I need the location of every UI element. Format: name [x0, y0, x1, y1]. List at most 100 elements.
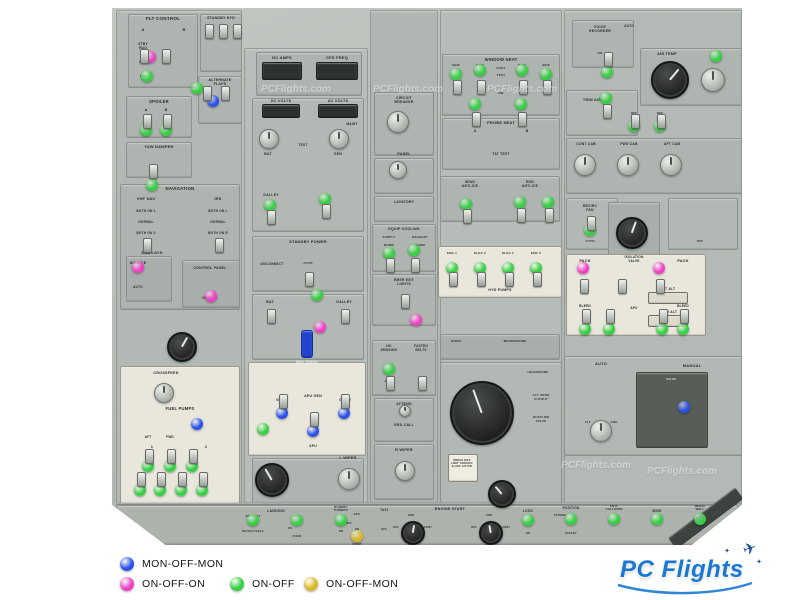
panel-label: TEST: [496, 73, 506, 77]
toggle-switch: [630, 113, 640, 129]
toggle-switch: [517, 111, 527, 127]
panel-label: CROSSFEED: [153, 371, 179, 375]
indicator-dot-on-off-green: [469, 98, 481, 110]
panel-label: NORM: [415, 243, 425, 247]
plate-probe-heat: [442, 118, 560, 170]
toggle-switch: [452, 79, 462, 95]
panel-label: TRIM AIR: [582, 98, 602, 102]
indicator-dot-on-off-green: [141, 70, 153, 82]
panel-label: AC VOLTS: [327, 99, 349, 103]
panel-label: DISPLAYS: [141, 250, 163, 255]
panel-label: LOGO: [522, 509, 534, 513]
knob: [395, 461, 415, 481]
toggle-switch: [340, 393, 350, 409]
toggle-switch: [266, 209, 276, 225]
indicator-dot-on-off-green: [311, 289, 323, 301]
indicator-dot-mon-off-mon-blue: [191, 418, 203, 430]
plate-press-placard: [448, 454, 478, 482]
panel-label: BLEED: [579, 304, 591, 308]
indicator-dot-on-off-green: [651, 513, 663, 525]
plate-spoiler: [126, 96, 192, 138]
toggle-switch: [385, 257, 395, 273]
toggle-switch: [202, 85, 212, 101]
panel-label: BOTH ON 2: [136, 231, 156, 235]
panel-label: MICROPHONE: [503, 339, 527, 343]
plate-recirc-right: [668, 198, 738, 250]
panel-label: ON: [525, 532, 531, 535]
panel-label: RETRACTABLE: [242, 530, 264, 533]
panel-label: ON: [597, 51, 603, 55]
indicator-dot-on-off-mon-yellow: [351, 530, 363, 542]
plate-bus-trans-guard: [301, 330, 313, 358]
legend-item-on-off: ON-OFF: [230, 577, 295, 591]
panel-label: FUEL PUMPS: [165, 406, 195, 411]
knob: [590, 420, 612, 442]
panel-label: BAT: [266, 300, 274, 304]
toggle-switch: [504, 271, 514, 287]
panel-label: YAW DAMPER: [144, 144, 174, 149]
gauge: [450, 381, 514, 445]
panel-label: WINDOW HEAT: [484, 57, 518, 62]
toggle-switch: [400, 293, 410, 309]
panel-label: 1: [150, 444, 154, 449]
toggle-switch: [448, 271, 458, 287]
indicator-dot-on-off-green: [134, 484, 146, 496]
panel-label: GRD: [610, 420, 618, 424]
indicator-dot-on-off-on-magenta: [577, 262, 589, 274]
toggle-switch: [340, 308, 350, 324]
legend-item-on-off-mon: ON-OFF-MON: [304, 577, 398, 591]
plate-manual-sub: [636, 372, 708, 448]
indicator-dot-on-off-green: [540, 68, 552, 80]
panel-label: ON: [287, 527, 293, 530]
panel-label: CONT: [423, 526, 433, 529]
panel-label: AFT: [144, 435, 152, 439]
toggle-switch: [144, 448, 154, 464]
panel-label: OFF: [381, 528, 387, 531]
toggle-switch: [658, 308, 668, 324]
panel-label: OFF: [393, 526, 399, 529]
knob: [329, 129, 349, 149]
gauge: [479, 521, 503, 545]
panel-label: FASTEN BELTS: [414, 344, 428, 352]
panel-label: L WIPER: [339, 456, 357, 460]
toggle-switch: [266, 308, 276, 324]
knob: [387, 111, 409, 133]
indicator-dot-on-off-green: [196, 484, 208, 496]
plate-equip-cooling-plate: [372, 224, 436, 272]
plate-freq-window: [316, 62, 358, 80]
panel-label: ON: [355, 528, 359, 531]
panel-label: AIR TEMP: [657, 52, 677, 56]
toggle-switch: [220, 85, 230, 101]
legend-label: ON-OFF-MON: [326, 578, 399, 590]
panel-label: DC AMPS: [272, 55, 292, 60]
indicator-dot-on-off-green: [542, 196, 554, 208]
plate-bottom-strip: [116, 505, 738, 545]
panel-label: APU GEN: [304, 394, 322, 398]
panel-label: A: [473, 129, 477, 133]
toggle-switch: [218, 23, 228, 39]
pcflights-logo: ✈ ✦ ✦ PC Flights: [612, 539, 762, 596]
panel-label: ENG 1: [446, 251, 458, 255]
toggle-switch: [139, 48, 149, 64]
toggle-switch: [516, 207, 526, 223]
indicator-dot-on-off-green: [175, 484, 187, 496]
toggle-switch: [214, 237, 224, 253]
toggle-switch: [476, 79, 486, 95]
knob: [399, 405, 411, 417]
indicator-dot-mon-off-mon-blue: [338, 407, 350, 419]
panel-label: CONTROL PANEL: [193, 266, 227, 270]
panel-label: A: [144, 108, 148, 112]
toggle-switch: [156, 471, 166, 487]
panel-label: VALVE: [666, 377, 676, 381]
panel-label: GRD CALL: [393, 423, 415, 427]
toggle-switch: [605, 308, 615, 324]
plate-lavatory-plate: [374, 196, 434, 222]
panel-label: PANEL: [397, 152, 411, 156]
indicator-dot-on-off-green: [502, 262, 514, 274]
panel-label: BOTH ON R: [208, 231, 228, 235]
knob: [701, 68, 725, 92]
panel-label: PACK: [677, 259, 689, 263]
plate-dcvolts-window: [262, 104, 300, 118]
toggle-switch: [476, 271, 486, 287]
